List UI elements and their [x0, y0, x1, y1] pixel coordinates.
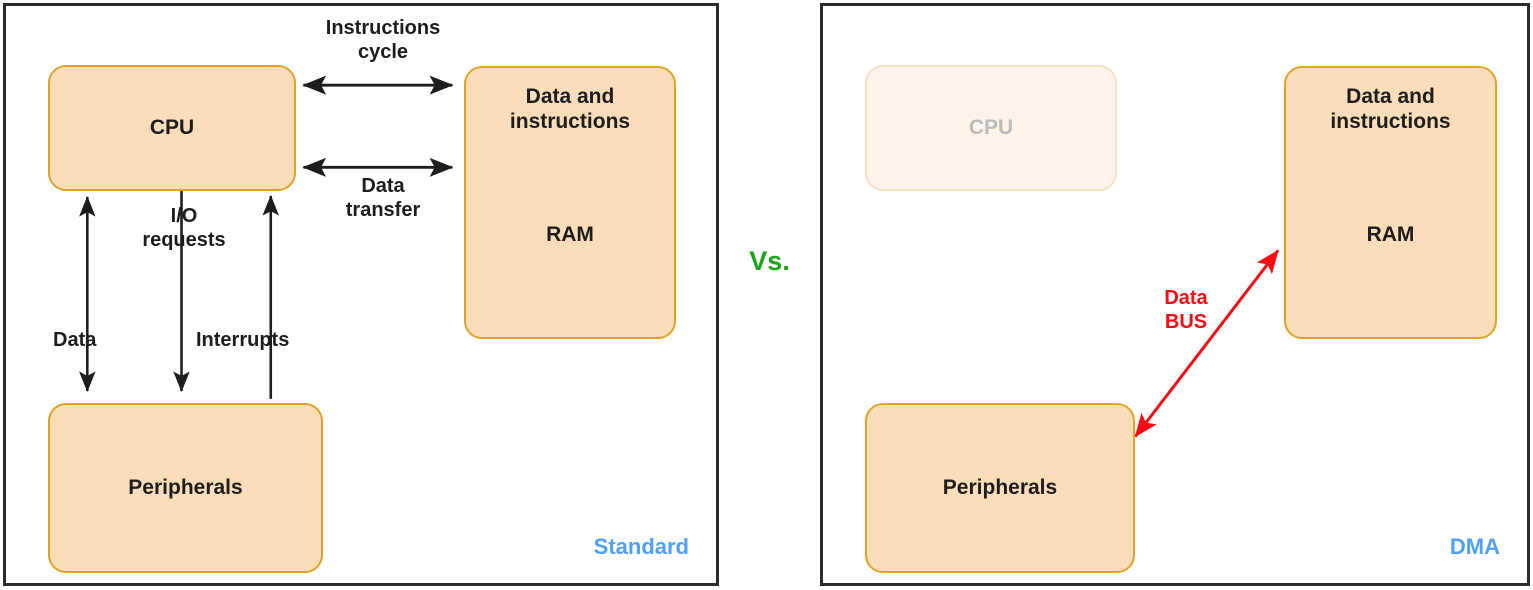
panel-dma: CPU Data and instructions RAM Peripheral…: [820, 3, 1530, 586]
node-cpu-standard[interactable]: CPU: [48, 65, 296, 191]
node-peripherals-dma-label: Peripherals: [942, 475, 1058, 499]
node-ram-standard-mid-label: RAM: [546, 223, 594, 247]
panel-standard: CPU Data and instructions RAM Peripheral…: [3, 3, 719, 586]
edge-label-data-transfer: Data transfer: [345, 175, 421, 222]
edge-label-data: Data: [53, 329, 97, 351]
node-cpu-dma-label: CPU: [968, 115, 1014, 139]
node-cpu-dma[interactable]: CPU: [865, 65, 1117, 191]
node-ram-dma[interactable]: Data and instructions RAM: [1284, 66, 1497, 339]
node-peripherals-dma[interactable]: Peripherals: [865, 403, 1135, 573]
caption-standard: Standard: [593, 534, 689, 559]
edge-label-data-bus: Data BUS: [1164, 287, 1208, 334]
node-peripherals-standard-label: Peripherals: [128, 475, 243, 499]
caption-dma: DMA: [1449, 534, 1500, 559]
node-cpu-standard-label: CPU: [149, 115, 195, 139]
node-peripherals-standard[interactable]: Peripherals: [48, 403, 323, 573]
arrow-data-bus: [1134, 249, 1280, 438]
edge-label-io-requests: I/O requests: [142, 205, 226, 252]
node-ram-dma-mid-label: RAM: [1366, 223, 1415, 247]
node-ram-standard-top-label: Data and instructions: [509, 85, 631, 133]
edge-label-interrupts: Interrupts: [196, 329, 290, 351]
versus-label: Vs.: [749, 246, 790, 276]
node-ram-dma-top-label: Data and instructions: [1330, 85, 1451, 133]
node-ram-standard[interactable]: Data and instructions RAM: [464, 66, 676, 339]
edge-label-instructions-cycle: Instructions cycle: [325, 17, 441, 64]
